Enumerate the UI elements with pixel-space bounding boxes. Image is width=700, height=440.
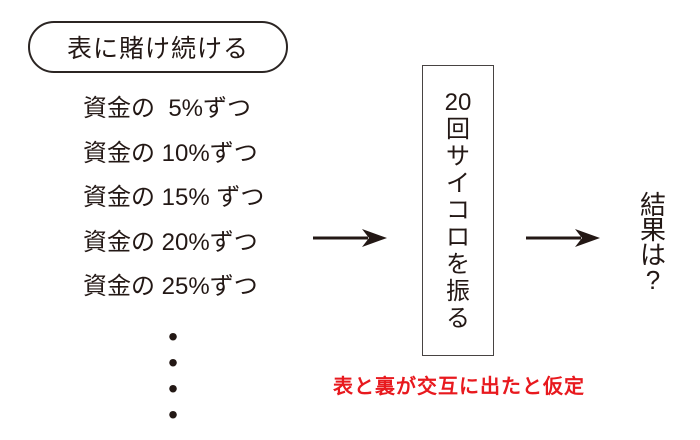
dice-roll-label-char: コ [445,197,470,224]
bet-fraction-item: 資金の 5%ずつ [83,95,252,122]
dice-roll-label-char: を [445,251,470,278]
result-label: 結果は? [638,190,668,295]
flow-arrow-icon [313,229,387,247]
dice-roll-label-char: 20 [444,89,472,116]
strategy-pill: 表に賭け続ける [28,21,288,73]
bet-fraction-item: 資金の 15% ずつ [83,184,265,211]
result-label-char: ? [645,265,661,295]
bet-fraction-item: 資金の 25%ずつ [83,273,258,300]
bet-fraction-item: 資金の 10%ずつ [83,139,258,167]
ellipsis-dot: • [168,373,178,404]
dice-roll-label-char: サ [445,143,470,170]
dice-roll-label-char: 振 [445,278,470,305]
bet-fraction-item: 資金の 20%ずつ [83,228,258,256]
ellipsis-dot: • [168,399,178,430]
ellipsis-dots: •••• [159,321,187,430]
strategy-pill-label: 表に賭け続ける [66,35,249,63]
dice-roll-label-char: 回 [445,116,470,143]
dice-roll-label-char: イ [445,170,470,197]
bet-fraction-list: 資金の 5%ずつ資金の 10%ずつ資金の 15% ずつ資金の 20%ずつ資金の … [83,87,264,310]
result-label-char: 果 [639,215,666,245]
ellipsis-dot: • [168,321,178,352]
assumption-note: 表と裏が交互に出たと仮定 [333,376,585,398]
dice-roll-label-char: る [445,305,470,332]
ellipsis-dot: • [168,347,178,378]
result-label-char: 結 [639,190,666,220]
flow-arrow-icon [526,229,600,247]
result-label-char: は [639,240,666,270]
dice-roll-label-char: ロ [445,224,470,251]
